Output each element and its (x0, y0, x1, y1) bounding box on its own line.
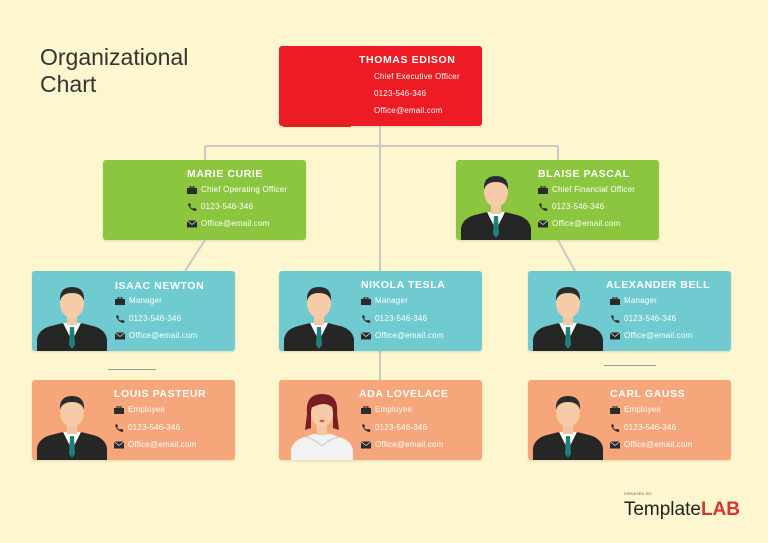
card-blaise-pascal[interactable]: BLAISE PASCAL Chief Financial Officer 01… (456, 160, 659, 240)
separator-left (108, 369, 156, 370)
briefcase-icon (610, 296, 620, 305)
avatar-male (461, 176, 531, 240)
phone-icon (115, 314, 125, 323)
envelope-icon (610, 440, 620, 449)
briefcase-icon (361, 405, 371, 414)
person-email: Office@email.com (538, 219, 621, 228)
person-email: Office@email.com (114, 440, 197, 449)
person-name: CARL GAUSS (610, 388, 686, 400)
person-phone: 0123-546-346 (374, 89, 427, 98)
person-name: BLAISE PASCAL (538, 168, 630, 180)
person-phone: 0123-546-346 (361, 314, 427, 323)
page-title: Organizational Chart (40, 44, 188, 98)
avatar-female (291, 394, 353, 460)
person-email: Office@email.com (374, 106, 443, 115)
envelope-icon (114, 440, 124, 449)
card-nikola-tesla[interactable]: NIKOLA TESLA Manager 0123-546-346 Office… (279, 271, 482, 351)
briefcase-icon (187, 185, 197, 194)
person-name: ISAAC NEWTON (115, 280, 205, 292)
avatar-male (533, 396, 603, 460)
envelope-icon (361, 331, 371, 340)
envelope-icon (115, 331, 125, 340)
person-email: Office@email.com (610, 331, 693, 340)
connector-marie-isaac (184, 239, 206, 272)
templatelab-logo: CREATED BY TemplateLAB (623, 491, 740, 521)
phone-icon (361, 314, 371, 323)
separator-right (604, 365, 656, 366)
person-role: Employee (361, 405, 412, 414)
person-name: ALEXANDER BELL (606, 279, 711, 291)
phone-icon (538, 202, 548, 211)
briefcase-icon (538, 185, 548, 194)
page-title-line2: Chart (40, 71, 97, 97)
card-isaac-newton[interactable]: ISAAC NEWTON Manager 0123-546-346 Office… (32, 271, 235, 351)
avatar-male (533, 287, 603, 351)
ceo-underline (283, 124, 351, 127)
person-phone: 0123-546-346 (361, 423, 427, 432)
person-role: Manager (610, 296, 657, 305)
avatar-male (284, 287, 354, 351)
person-phone: 0123-546-346 (115, 314, 181, 323)
person-name: THOMAS EDISON (359, 54, 456, 66)
person-role: Manager (115, 296, 162, 305)
person-role: Chief Executive Officer (374, 72, 460, 81)
phone-icon (114, 423, 124, 432)
phone-icon (187, 202, 197, 211)
briefcase-icon (114, 405, 124, 414)
card-alexander-bell[interactable]: ALEXANDER BELL Manager 0123-546-346 Offi… (528, 271, 731, 351)
page-title-line1: Organizational (40, 44, 189, 70)
briefcase-icon (610, 405, 620, 414)
card-marie-curie[interactable]: MARIE CURIE Chief Operating Officer 0123… (103, 160, 306, 240)
envelope-icon (187, 219, 197, 228)
person-email: Office@email.com (187, 219, 270, 228)
logo-template: Template (623, 499, 701, 520)
person-name: NIKOLA TESLA (361, 279, 446, 291)
person-role: Manager (361, 296, 408, 305)
person-name: LOUIS PASTEUR (114, 388, 207, 400)
person-phone: 0123-546-346 (538, 202, 604, 211)
person-phone: 0123-546-346 (187, 202, 253, 211)
logo-created-by: CREATED BY (623, 491, 653, 496)
person-role: Chief Financial Officer (538, 185, 635, 194)
person-email: Office@email.com (115, 331, 198, 340)
person-name: ADA LOVELACE (359, 388, 449, 400)
card-thomas-edison[interactable]: THOMAS EDISON Chief Executive Officer 01… (279, 46, 482, 126)
person-role: Employee (114, 405, 165, 414)
card-ada-lovelace[interactable]: ADA LOVELACE Employee 0123-546-346 Offic… (279, 380, 482, 460)
phone-icon (610, 423, 620, 432)
avatar-male (37, 287, 107, 351)
person-email: Office@email.com (361, 331, 444, 340)
avatar-male (37, 396, 107, 460)
person-role: Employee (610, 405, 661, 414)
person-phone: 0123-546-346 (114, 423, 180, 432)
envelope-icon (361, 440, 371, 449)
card-louis-pasteur[interactable]: LOUIS PASTEUR Employee 0123-546-346 Offi… (32, 380, 235, 460)
person-phone: 0123-546-346 (610, 314, 676, 323)
person-name: MARIE CURIE (187, 168, 264, 180)
envelope-icon (610, 331, 620, 340)
person-email: Office@email.com (610, 440, 693, 449)
briefcase-icon (361, 296, 371, 305)
connector-blaise-alex (557, 239, 576, 272)
person-phone: 0123-546-346 (610, 423, 676, 432)
card-carl-gauss[interactable]: CARL GAUSS Employee 0123-546-346 Office@… (528, 380, 731, 460)
briefcase-icon (115, 296, 125, 305)
phone-icon (610, 314, 620, 323)
person-role: Chief Operating Officer (187, 185, 287, 194)
logo-lab: LAB (700, 499, 740, 520)
person-email: Office@email.com (361, 440, 444, 449)
envelope-icon (538, 219, 548, 228)
phone-icon (361, 423, 371, 432)
